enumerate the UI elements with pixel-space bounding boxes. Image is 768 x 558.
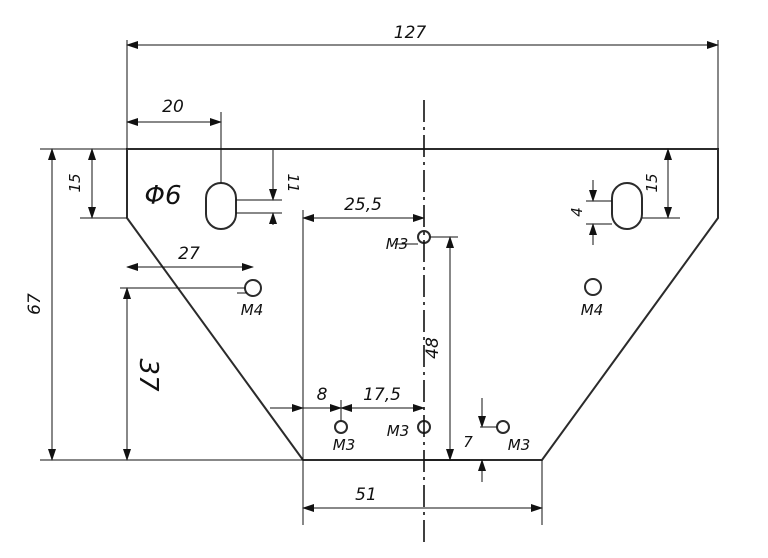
label-m3-bottom-center: M3 (387, 422, 410, 440)
dim-4: 4 (568, 207, 586, 217)
hole-m3-bottom-left (334, 420, 348, 434)
label-m3-bottom-right: M3 (508, 436, 531, 454)
slot-left (205, 182, 237, 230)
part-outline (126, 148, 719, 461)
dim-48: 48 (423, 337, 443, 359)
hole-labels: M3 M4 M4 M3 M3 M3 (241, 235, 604, 454)
dim-127: 127 (394, 23, 427, 43)
label-m3-bottom-left: M3 (333, 436, 356, 454)
dim-27: 27 (178, 244, 200, 264)
dim-8: 8 (317, 385, 328, 405)
dim-17-5: 17,5 (363, 385, 401, 405)
extension-lines (40, 40, 719, 525)
hole-m4-left (244, 279, 262, 297)
dim-51: 51 (355, 485, 377, 505)
dimension-lines (48, 41, 719, 512)
label-m3-top: M3 (386, 235, 409, 253)
dim-11: 11 (284, 173, 302, 192)
dim-20: 20 (162, 97, 184, 117)
dim-15-left: 15 (66, 173, 84, 192)
hole-m3-bottom-right (496, 420, 510, 434)
dim-67: 67 (25, 293, 45, 315)
dim-37: 37 (133, 358, 163, 392)
dim-7: 7 (463, 433, 473, 451)
dimension-texts: 127 20 Φ6 11 15 15 4 25,5 27 67 37 48 8 … (25, 23, 661, 505)
label-m4-right: M4 (581, 301, 604, 319)
outline-path (126, 148, 719, 461)
hole-m4-right (584, 278, 602, 296)
dim-25-5: 25,5 (344, 195, 382, 215)
label-m4-left: M4 (241, 301, 264, 319)
holes (244, 230, 602, 434)
dim-phi6: Φ6 (144, 181, 181, 211)
dim-15-right: 15 (643, 173, 661, 192)
slot-right (611, 182, 643, 230)
